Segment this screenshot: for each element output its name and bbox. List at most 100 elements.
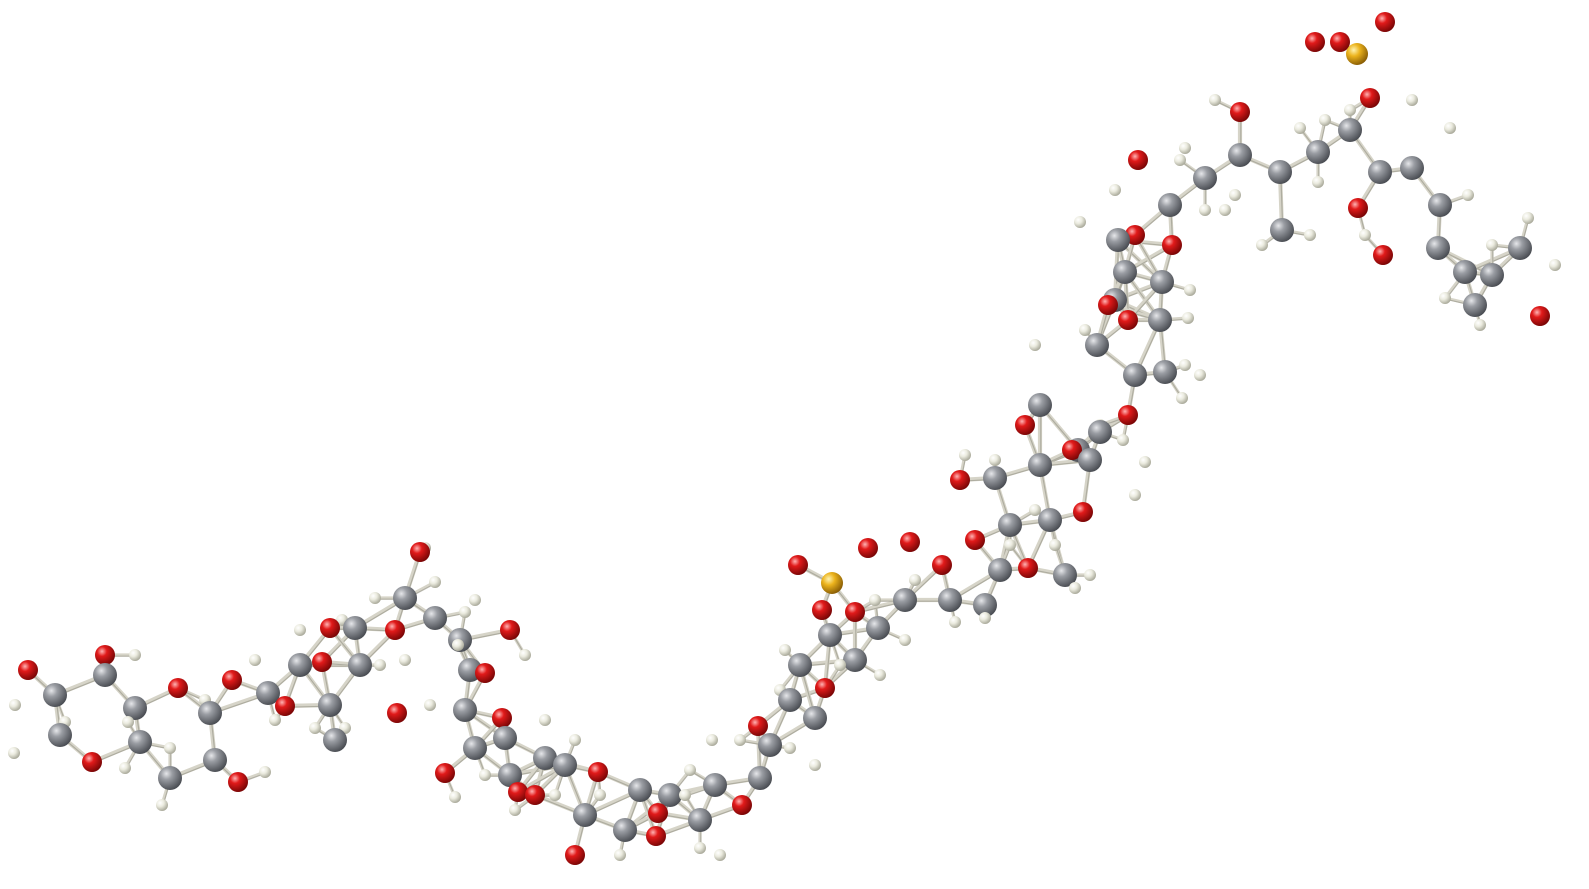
carbon-atom <box>758 733 782 757</box>
carbon-atom <box>1028 393 1052 417</box>
hydrogen-atom <box>1344 104 1356 116</box>
oxygen-atom <box>900 532 920 552</box>
hydrogen-atom <box>399 654 411 666</box>
carbon-atom <box>1508 236 1532 260</box>
hydrogen-atom <box>156 799 168 811</box>
oxygen-atom <box>82 752 102 772</box>
hydrogen-atom <box>1486 239 1498 251</box>
bond-layer <box>25 39 1530 858</box>
oxygen-atom <box>410 542 430 562</box>
hydrogen-atom <box>614 849 626 861</box>
hydrogen-atom <box>449 791 461 803</box>
carbon-atom <box>1306 140 1330 164</box>
oxygen-atom <box>387 703 407 723</box>
atom-layer <box>8 12 1561 865</box>
hydrogen-atom <box>1079 324 1091 336</box>
hydrogen-atom <box>1439 292 1451 304</box>
hydrogen-atom <box>549 789 561 801</box>
carbon-atom <box>983 466 1007 490</box>
oxygen-atom <box>1128 150 1148 170</box>
hydrogen-atom <box>834 659 846 671</box>
oxygen-atom <box>385 620 405 640</box>
oxygen-atom <box>95 645 115 665</box>
oxygen-atom <box>565 845 585 865</box>
oxygen-atom <box>1062 440 1082 460</box>
oxygen-atom <box>525 785 545 805</box>
hydrogen-atom <box>1549 259 1561 271</box>
carbon-atom <box>1228 143 1252 167</box>
oxygen-atom <box>222 670 242 690</box>
sulfur-atom <box>821 572 843 594</box>
hydrogen-atom <box>539 714 551 726</box>
carbon-atom <box>453 698 477 722</box>
hydrogen-atom <box>949 616 961 628</box>
oxygen-atom <box>815 678 835 698</box>
hydrogen-atom <box>294 624 306 636</box>
carbon-atom <box>1480 263 1504 287</box>
hydrogen-atom <box>1406 94 1418 106</box>
carbon-atom <box>1368 160 1392 184</box>
carbon-atom <box>318 693 342 717</box>
hydrogen-atom <box>899 634 911 646</box>
carbon-atom <box>93 663 117 687</box>
hydrogen-atom <box>1179 359 1191 371</box>
carbon-atom <box>803 706 827 730</box>
carbon-atom <box>463 736 487 760</box>
hydrogen-atom <box>874 669 886 681</box>
oxygen-atom <box>228 772 248 792</box>
hydrogen-atom <box>734 734 746 746</box>
oxygen-atom <box>1348 198 1368 218</box>
carbon-atom <box>343 616 367 640</box>
carbon-atom <box>1338 118 1362 142</box>
oxygen-atom <box>1162 235 1182 255</box>
hydrogen-atom <box>1219 204 1231 216</box>
oxygen-atom <box>18 660 38 680</box>
oxygen-atom <box>788 555 808 575</box>
hydrogen-atom <box>249 654 261 666</box>
hydrogen-atom <box>784 742 796 754</box>
hydrogen-atom <box>909 574 921 586</box>
carbon-atom <box>1158 193 1182 217</box>
carbon-atom <box>1028 453 1052 477</box>
carbon-atom <box>1150 270 1174 294</box>
hydrogen-atom <box>1474 319 1486 331</box>
hydrogen-atom <box>1462 189 1474 201</box>
hydrogen-atom <box>1029 504 1041 516</box>
carbon-atom <box>998 513 1022 537</box>
oxygen-atom <box>1015 415 1035 435</box>
oxygen-atom <box>932 555 952 575</box>
oxygen-atom <box>845 602 865 622</box>
carbon-atom <box>533 746 557 770</box>
oxygen-atom <box>1530 306 1550 326</box>
oxygen-atom <box>646 826 666 846</box>
hydrogen-atom <box>1194 369 1206 381</box>
oxygen-atom <box>858 538 878 558</box>
hydrogen-atom <box>269 714 281 726</box>
carbon-atom <box>658 783 682 807</box>
hydrogen-atom <box>1109 184 1121 196</box>
hydrogen-atom <box>1174 154 1186 166</box>
hydrogen-atom <box>779 644 791 656</box>
hydrogen-atom <box>1444 122 1456 134</box>
hydrogen-atom <box>1049 539 1061 551</box>
hydrogen-atom <box>469 594 481 606</box>
carbon-atom <box>988 558 1012 582</box>
hydrogen-atom <box>1029 339 1041 351</box>
hydrogen-atom <box>869 594 881 606</box>
sulfur-atom <box>1346 43 1368 65</box>
oxygen-atom <box>508 782 528 802</box>
hydrogen-atom <box>1184 284 1196 296</box>
hydrogen-atom <box>979 612 991 624</box>
oxygen-atom <box>648 803 668 823</box>
carbon-atom <box>866 616 890 640</box>
oxygen-atom <box>1373 245 1393 265</box>
oxygen-atom <box>1230 102 1250 122</box>
hydrogen-atom <box>164 742 176 754</box>
carbon-atom <box>1085 333 1109 357</box>
carbon-atom <box>1463 293 1487 317</box>
hydrogen-atom <box>959 449 971 461</box>
hydrogen-atom <box>1182 312 1194 324</box>
carbon-atom <box>613 818 637 842</box>
hydrogen-atom <box>706 734 718 746</box>
carbon-atom <box>573 803 597 827</box>
